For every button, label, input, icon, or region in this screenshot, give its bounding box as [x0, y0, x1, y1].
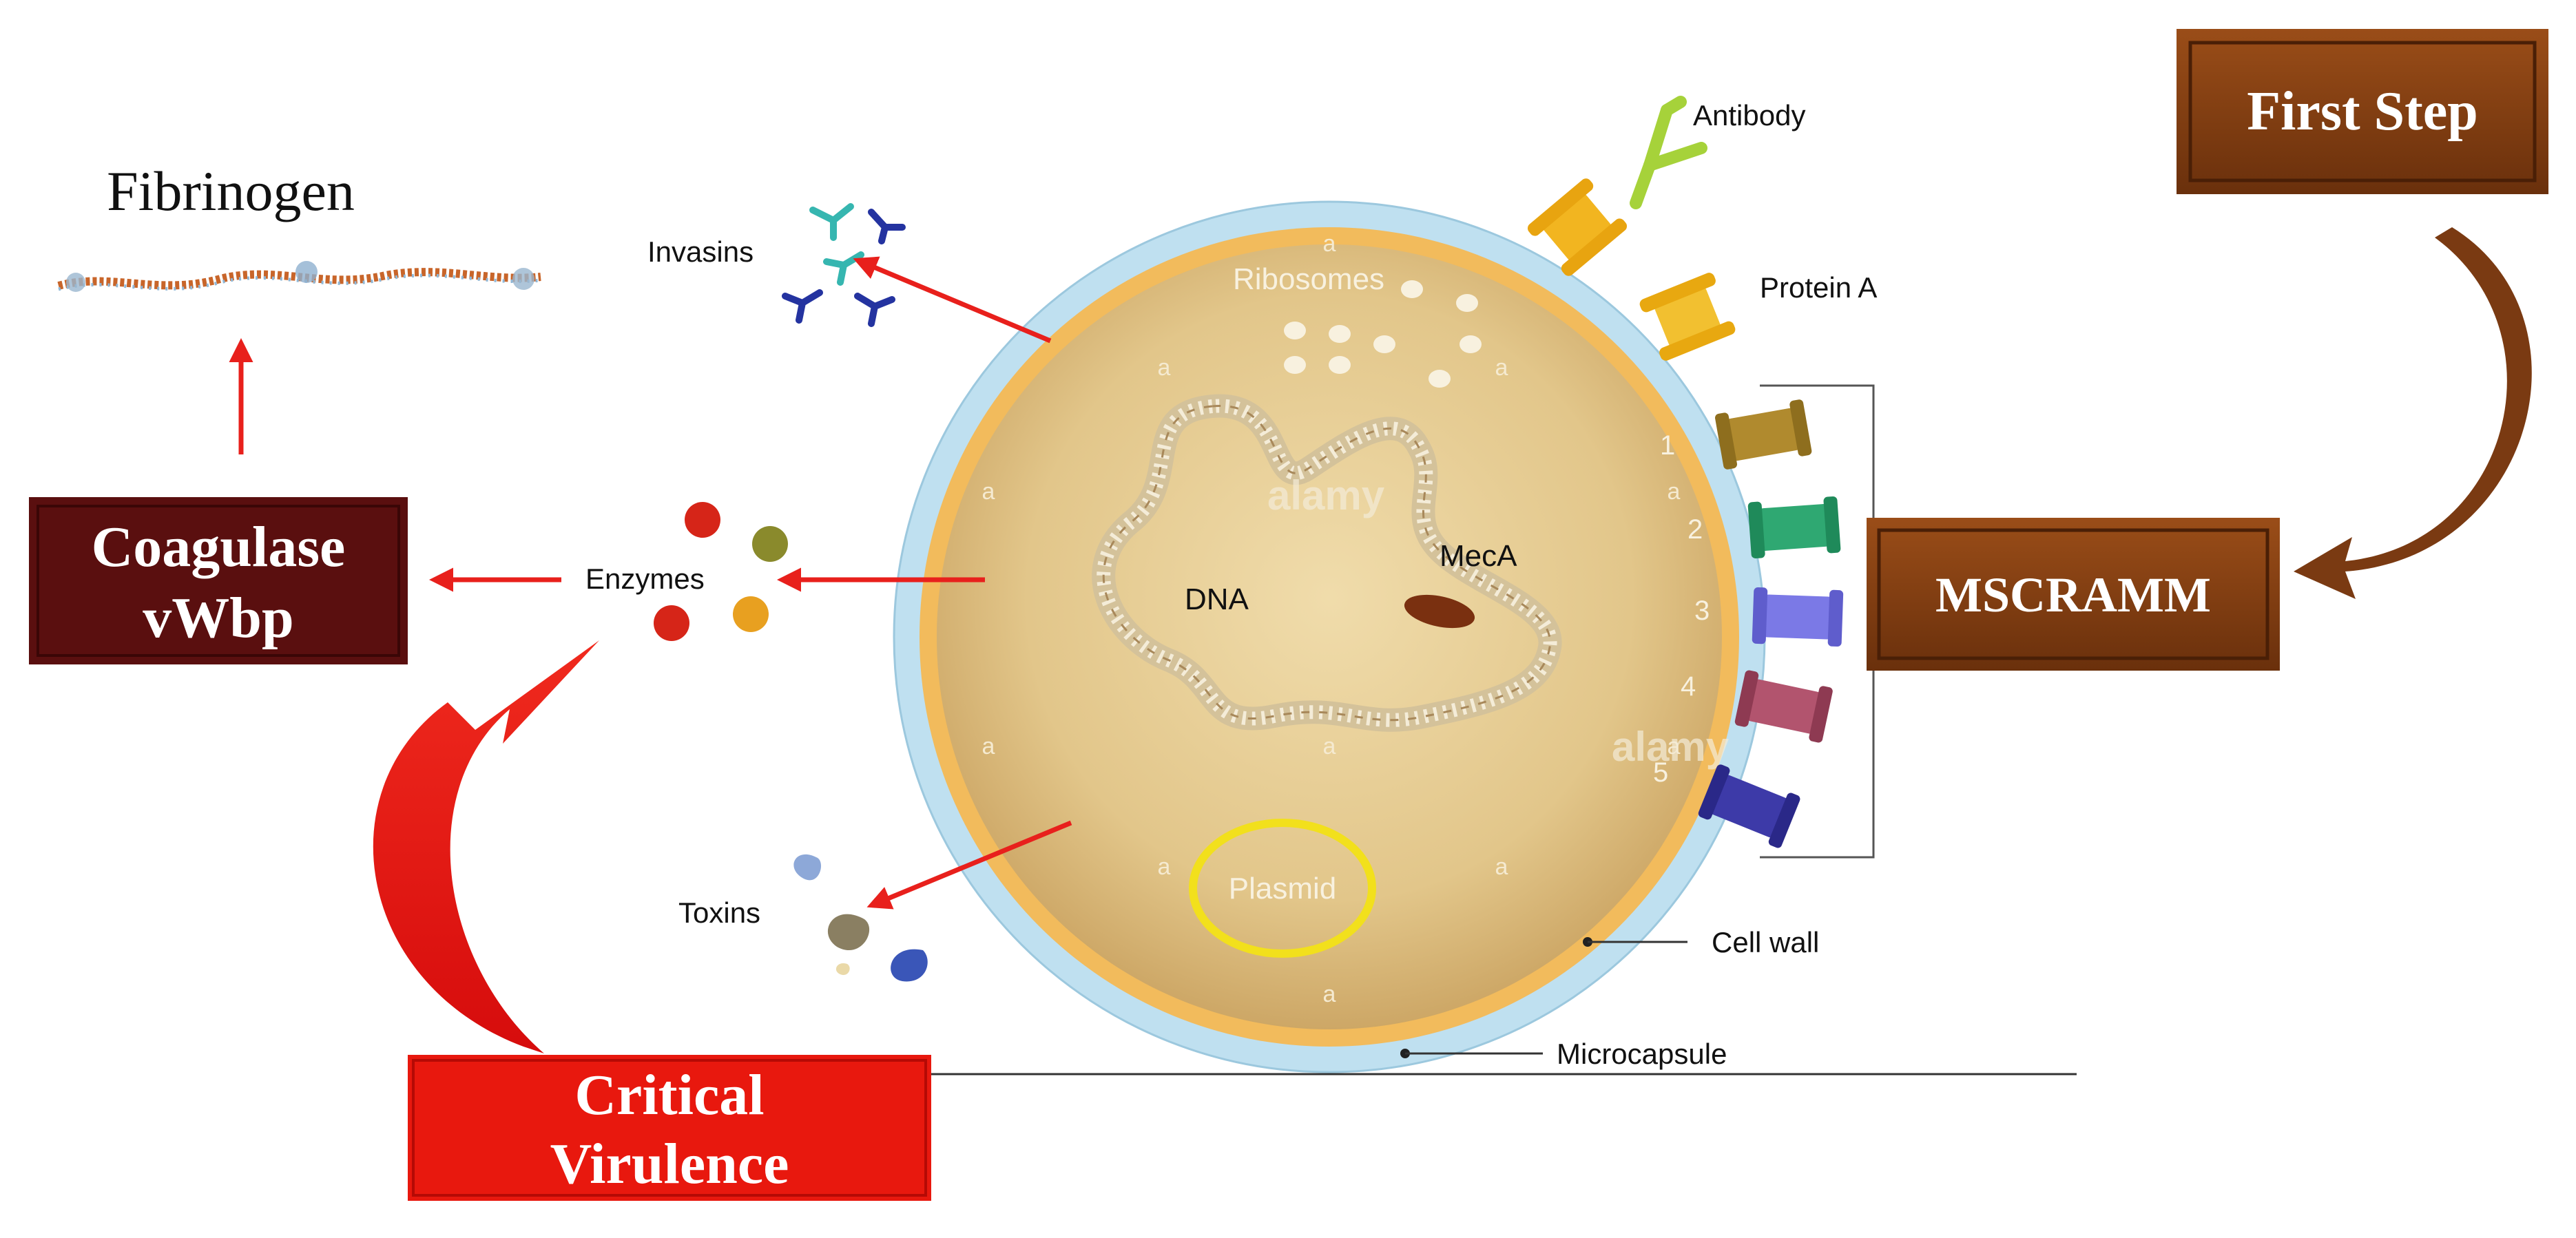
mscramm-number-1: 1: [1660, 430, 1675, 461]
critical-line1: Critical: [574, 1063, 764, 1127]
mscramm-box: MSCRAMM: [1867, 518, 2280, 671]
fibrinogen-group: Fibrinogen: [57, 160, 541, 454]
toxins-icons: [793, 854, 928, 982]
antibody-label: Antibody: [1693, 99, 1805, 132]
mscramm-receptor-2: [1747, 496, 1841, 559]
svg-text:a: a: [1158, 355, 1171, 381]
mscramm-number-3: 3: [1694, 596, 1710, 626]
mscramm-number-5: 5: [1653, 757, 1668, 788]
mscramm-receptor-1: [1714, 399, 1812, 470]
svg-text:a: a: [1668, 479, 1681, 505]
critical-line2: Virulence: [550, 1132, 789, 1196]
ribosomes-label: Ribosomes: [1233, 262, 1384, 296]
toxins-arrow: [866, 820, 1072, 910]
mscramm-receptor-3: [1752, 587, 1844, 647]
critical-virulence-box: Critical Virulence: [408, 1055, 931, 1201]
mscramm-label: MSCRAMM: [1935, 567, 2211, 622]
svg-text:a: a: [1495, 355, 1508, 381]
fibrinogen-molecule-image: [57, 261, 541, 292]
svg-text:a: a: [1323, 231, 1336, 257]
mscramm-receptor-4: [1734, 670, 1833, 743]
antibody: [1630, 96, 1707, 209]
cell-wall-label: Cell wall: [1712, 926, 1819, 958]
watermark-alamy-1: alamy: [1267, 472, 1385, 518]
invasins-label: Invasins: [647, 235, 754, 268]
svg-text:a: a: [1323, 733, 1336, 759]
toxins-label: Toxins: [678, 896, 760, 929]
watermark-marks: a a a a a a a a a a a: [982, 231, 1681, 1007]
coagulase-box: Coagulase vWbp: [29, 497, 408, 664]
bacterial-cell: a a a a a a a a a a a Ribosomes: [893, 200, 1766, 1073]
coagulase-line2: vWbp: [143, 586, 293, 650]
cytoplasm: [937, 244, 1722, 1029]
svg-text:a: a: [1158, 854, 1171, 880]
critical-virulence-curve-arrow: [373, 640, 599, 1053]
invasins-arrow: [853, 256, 1052, 344]
enzymes-icons: [654, 502, 788, 641]
svg-text:a: a: [1668, 733, 1681, 759]
plasmid-label: Plasmid: [1229, 872, 1337, 905]
meca-label: MecA: [1440, 539, 1517, 573]
svg-text:a: a: [982, 479, 995, 505]
meca-gene: [1404, 594, 1475, 629]
first-step-to-mscramm-arrow: [2294, 227, 2532, 599]
protein-a-receptor-2: [1639, 273, 1736, 361]
ribosomes: [1284, 280, 1482, 388]
watermark-alamy-2: alamy: [1612, 724, 1730, 770]
mscramm-number-2: 2: [1687, 514, 1703, 545]
first-step-label: First Step: [2247, 81, 2478, 142]
mscramm-numbers: 1 2 3 4 5: [1653, 430, 1710, 788]
microcapsule-label: Microcapsule: [1557, 1038, 1727, 1070]
invasins-icons: [782, 203, 906, 327]
dna-strand: [1092, 394, 1562, 732]
mscramm-receptor-5: [1698, 764, 1800, 848]
fibrinogen-label: Fibrinogen: [107, 160, 355, 222]
plasmid-ring: [1189, 819, 1376, 958]
svg-text:a: a: [1323, 981, 1336, 1007]
protein-a-receptor-1: [1527, 178, 1628, 276]
coagulase-line1: Coagulase: [92, 515, 346, 579]
first-step-box: First Step: [2177, 29, 2548, 194]
protein-a-label: Protein A: [1760, 271, 1877, 304]
svg-text:a: a: [982, 733, 995, 759]
enzymes-label: Enzymes: [585, 563, 705, 595]
svg-text:a: a: [1495, 854, 1508, 880]
dna-label: DNA: [1185, 583, 1249, 616]
mscramm-number-4: 4: [1681, 671, 1696, 702]
